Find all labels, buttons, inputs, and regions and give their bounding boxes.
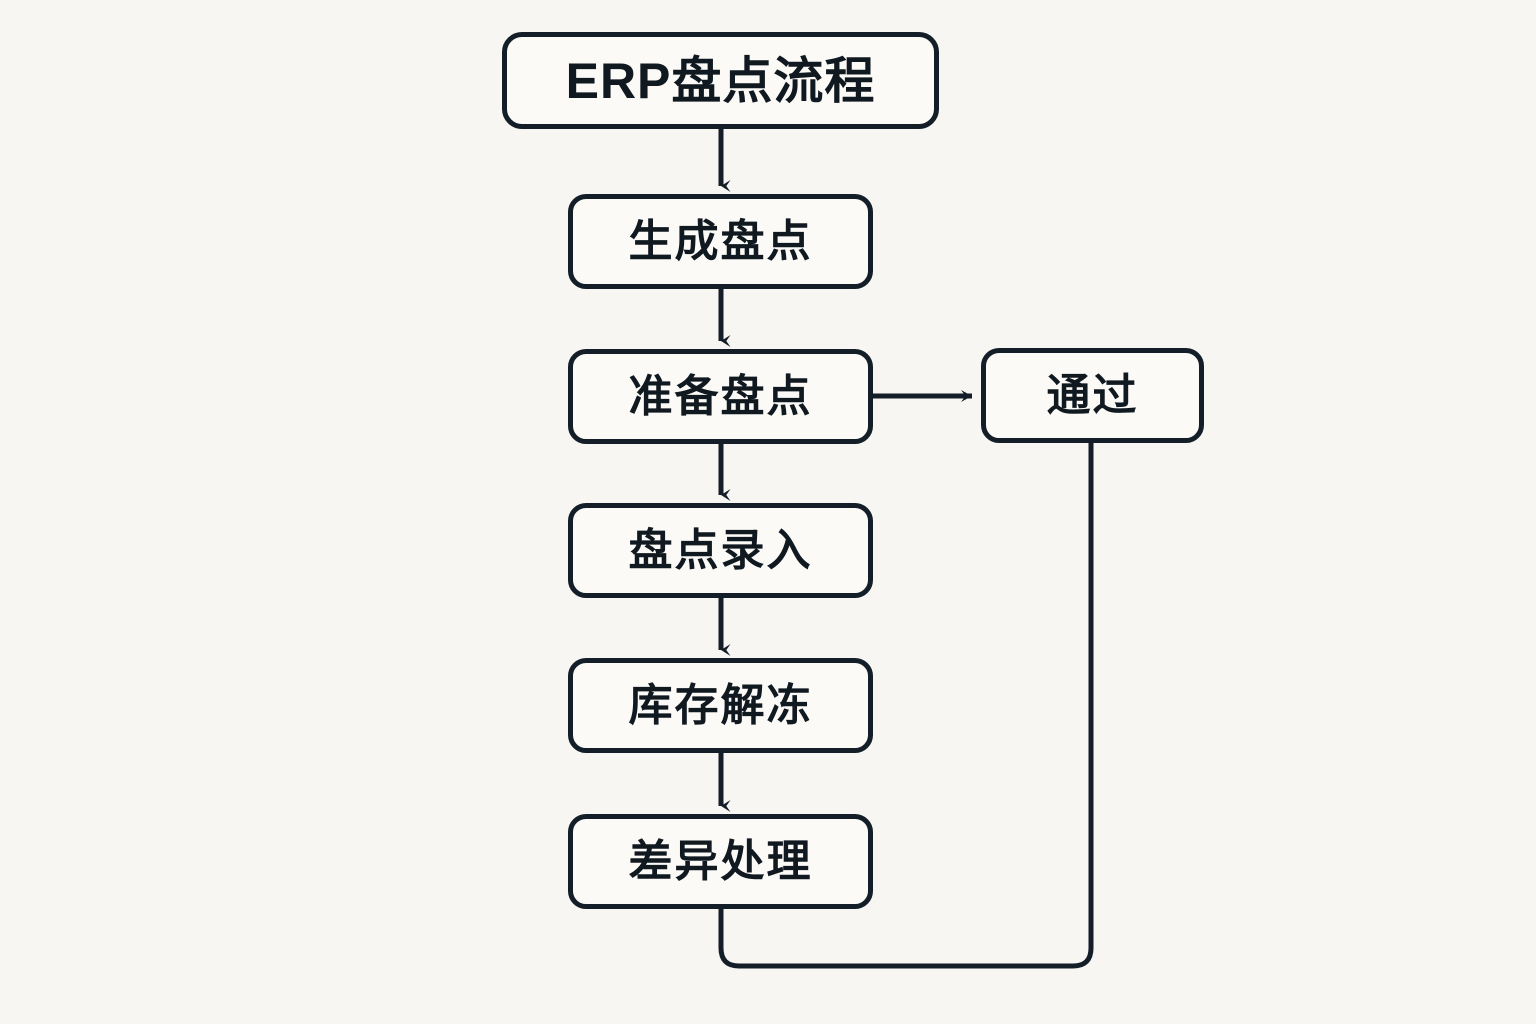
node-count-entry-label: 盘点录入	[628, 525, 813, 575]
node-inventory-unfreeze[interactable]: 库存解冻	[568, 658, 873, 753]
node-title-label: ERP盘点流程	[565, 52, 876, 109]
node-count-entry[interactable]: 盘点录入	[568, 503, 873, 598]
node-approved-label: 通过	[1046, 370, 1139, 420]
node-title[interactable]: ERP盘点流程	[502, 32, 939, 129]
node-generate-count-label: 生成盘点	[628, 216, 813, 266]
edge-step5-to-branch-loop	[718, 443, 1094, 969]
node-prepare-count-label: 准备盘点	[628, 371, 813, 421]
node-inventory-unfreeze-label: 库存解冻	[628, 680, 813, 730]
node-variance-handling[interactable]: 差异处理	[568, 814, 873, 909]
node-prepare-count[interactable]: 准备盘点	[568, 349, 873, 444]
node-generate-count[interactable]: 生成盘点	[568, 194, 873, 289]
node-approved[interactable]: 通过	[981, 348, 1204, 443]
node-variance-handling-label: 差异处理	[628, 836, 813, 886]
